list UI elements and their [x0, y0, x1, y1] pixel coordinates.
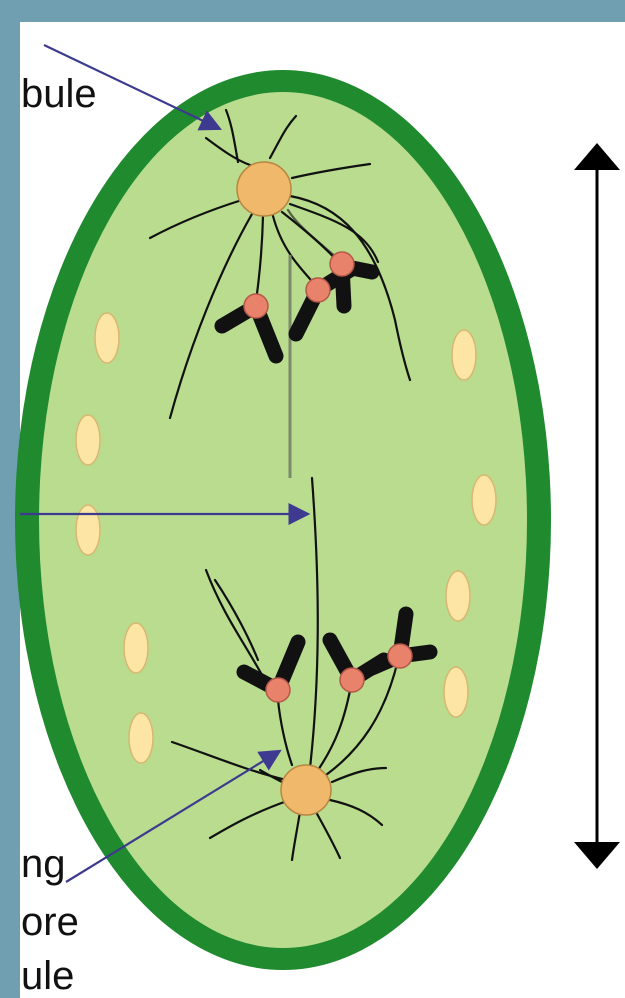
vacuole [452, 330, 476, 380]
label-bottom-line-1: ng [21, 844, 66, 884]
centromere [266, 678, 290, 702]
vacuole [446, 571, 470, 621]
centromere [306, 278, 330, 302]
vacuole [124, 623, 148, 673]
vacuole [444, 667, 468, 717]
vacuole [472, 475, 496, 525]
centromere [330, 252, 354, 276]
centromere [340, 668, 364, 692]
axis-arrowhead-top [574, 143, 620, 170]
label-bottom-line-2: ore [21, 902, 79, 942]
vacuole [76, 505, 100, 555]
centromere [388, 644, 412, 668]
centromere [244, 294, 268, 318]
vacuole [129, 713, 153, 763]
axis-arrowhead-bottom [574, 842, 620, 869]
vacuole [95, 313, 119, 363]
label-bottom-line-3: ule [21, 956, 74, 996]
cytoplasm [39, 92, 527, 948]
double-headed-arrow-icon [574, 143, 620, 869]
centrosome-bottom [281, 765, 331, 815]
label-top: bule [21, 74, 97, 114]
centrosome-top [237, 162, 291, 216]
vacuole [76, 415, 100, 465]
